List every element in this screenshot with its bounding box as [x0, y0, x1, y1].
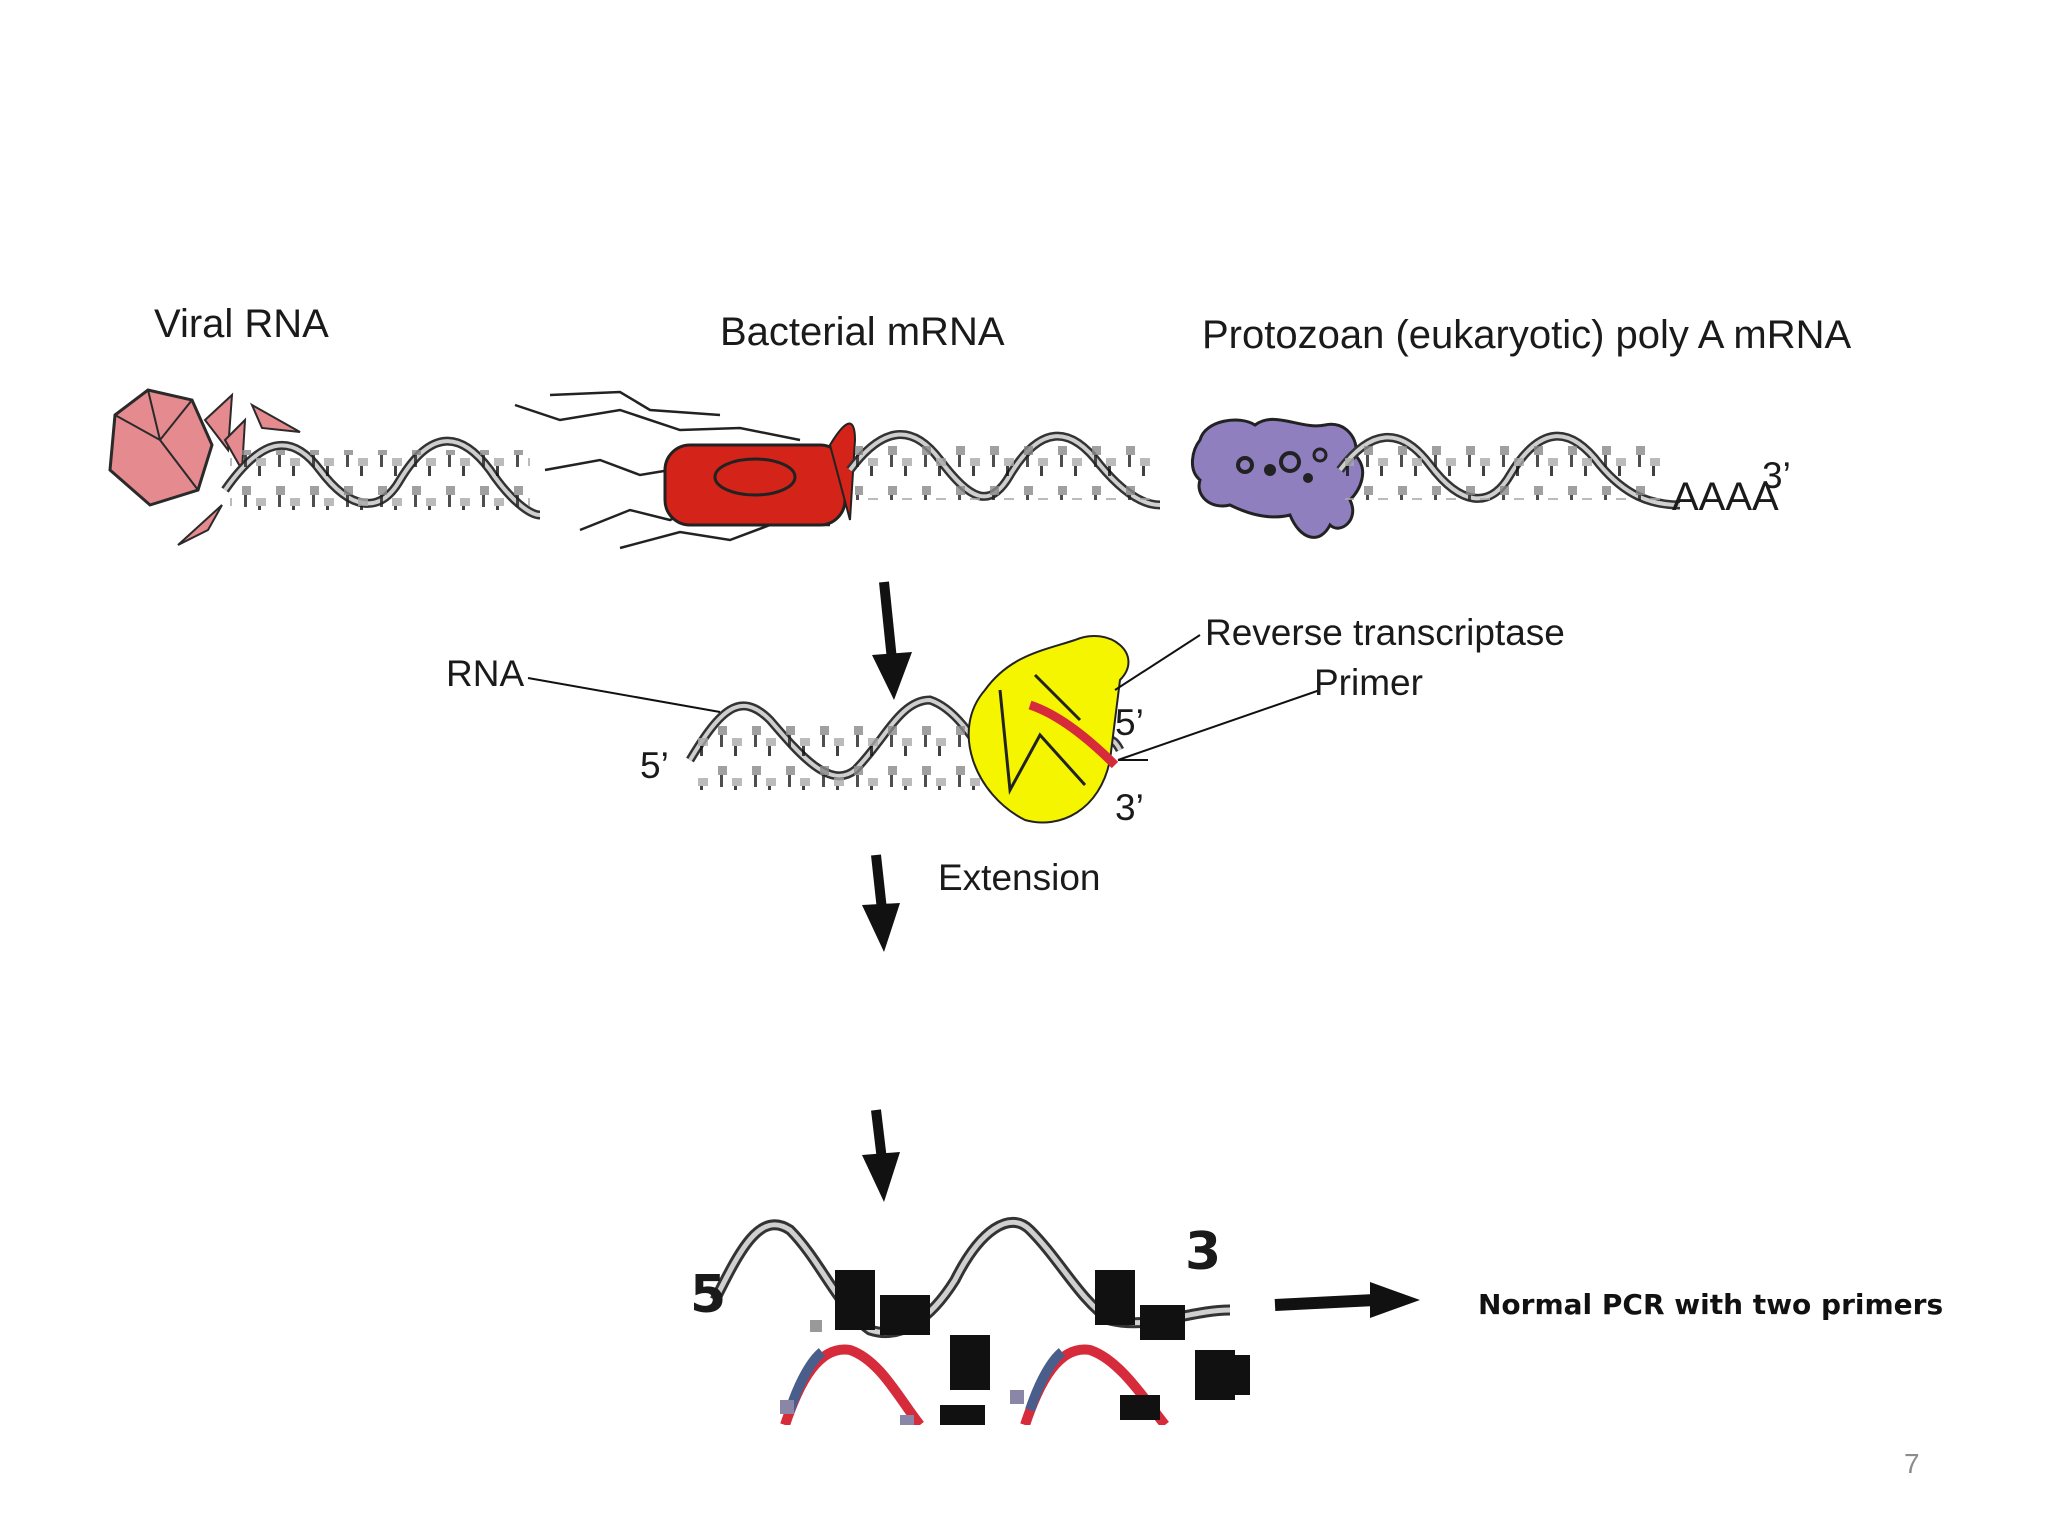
bacterium-icon: [514, 390, 857, 550]
page-number: 7: [1904, 1448, 1920, 1479]
primer-strand: [1028, 700, 1119, 769]
label-polya-tail: AAAA: [1672, 475, 1779, 519]
rna-strand-viral: [221, 436, 541, 520]
arrow-right: [1274, 1282, 1420, 1318]
duplex-crop: [700, 1425, 1260, 1445]
label-rna-5prime: 5’: [640, 745, 669, 786]
cdna-duplex: [710, 1216, 1250, 1429]
reverse-transcriptase-icon: [967, 634, 1130, 824]
label-product-3: 3: [1185, 1222, 1222, 1282]
rna-strand-bacterial: [846, 430, 1161, 510]
label-reverse-transcriptase: Reverse transcriptase: [1205, 612, 1565, 653]
label-primer-3prime: 3’: [1115, 787, 1144, 828]
label-extension: Extension: [938, 857, 1101, 898]
label-primer-5prime: 5’: [1115, 702, 1144, 743]
rna-strand-protozoan: [1336, 431, 1681, 510]
label-normal-pcr: Normal PCR with two primers: [1478, 1288, 1944, 1321]
label-polya-3prime: 3’: [1762, 455, 1791, 496]
arrow-down-3: [862, 1109, 900, 1202]
label-product-5: 5: [690, 1265, 727, 1325]
label-primer: Primer: [1314, 662, 1423, 703]
leader-lines: [527, 634, 1321, 761]
arrow-down-2: [862, 854, 900, 952]
label-viral-rna: Viral RNA: [154, 302, 329, 346]
label-bacterial-mrna: Bacterial mRNA: [720, 310, 1005, 354]
label-protozoan-mrna: Protozoan (eukaryotic) poly A mRNA: [1202, 313, 1852, 357]
protozoan-icon: [1191, 417, 1365, 539]
arrow-down-1: [872, 581, 912, 700]
label-rna: RNA: [446, 653, 525, 694]
